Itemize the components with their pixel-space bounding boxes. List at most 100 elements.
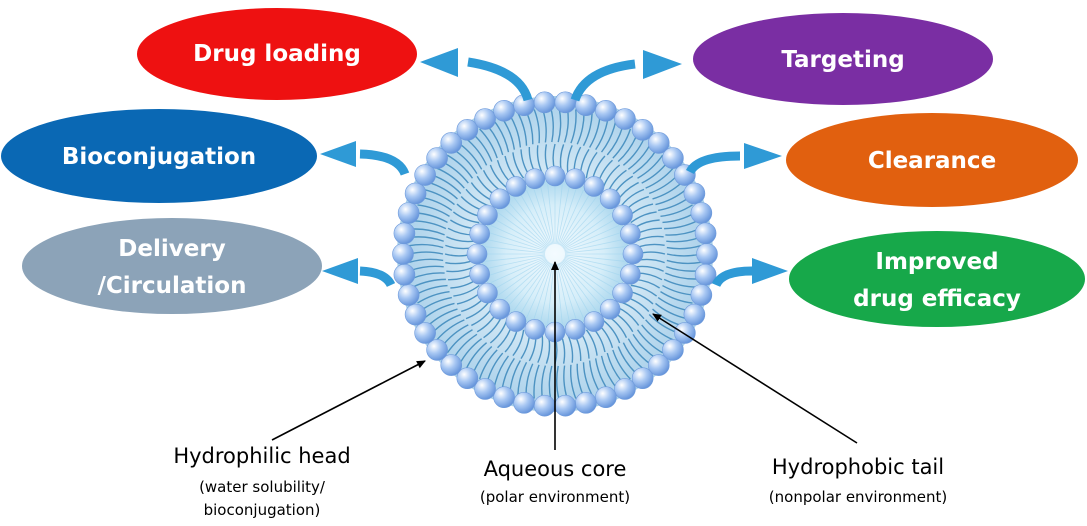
lipid-head	[564, 319, 586, 340]
arrow-to-clearance	[685, 143, 782, 175]
lipid-tail	[533, 109, 540, 144]
lipid-tail	[423, 302, 455, 319]
lipid-head	[595, 99, 617, 122]
lipid-head	[426, 339, 448, 361]
lipid-head	[690, 202, 713, 224]
lipid-head	[583, 176, 605, 197]
lipid-tail	[465, 342, 488, 370]
core-spoke	[557, 187, 578, 245]
lipid-tail	[602, 319, 621, 344]
lipid-head	[631, 367, 654, 389]
head-sub-line2: bioconjugation)	[204, 501, 321, 519]
lipid-head	[620, 223, 641, 245]
tail-title: Hydrophobic tail	[772, 455, 944, 479]
arrow-to-bioconjugation	[320, 141, 410, 176]
lipid-head	[474, 378, 496, 400]
core-spoke	[562, 206, 608, 248]
core-spoke	[562, 212, 612, 249]
lipid-head	[404, 182, 427, 205]
lipid-tail	[533, 364, 540, 399]
core-spoke	[562, 259, 612, 296]
lipid-tail	[517, 361, 528, 396]
core-spoke	[560, 197, 597, 247]
head-title: Hydrophilic head	[173, 444, 350, 468]
core-spoke	[513, 261, 550, 311]
lipid-tail	[666, 244, 701, 250]
head-pointer	[271, 360, 426, 441]
core-spoke	[564, 246, 625, 254]
lipid-tail	[446, 236, 475, 243]
lipid-head	[414, 322, 436, 344]
lipid-head	[622, 243, 644, 265]
benefit-targeting: Targeting	[693, 13, 993, 105]
core-spoke	[498, 259, 548, 296]
lipid-tail	[636, 329, 663, 354]
lipid-tail	[645, 319, 674, 341]
lipid-head	[533, 394, 556, 417]
lipid-head	[583, 311, 605, 332]
lipid-tail	[600, 355, 617, 388]
core-spoke	[547, 263, 555, 324]
core-spoke	[540, 185, 554, 245]
lipid-head	[397, 202, 420, 224]
core-spoke	[561, 201, 603, 247]
lipid-tail	[453, 284, 480, 297]
inner-leaflet-heads	[466, 165, 644, 343]
lipid-head	[493, 386, 515, 409]
core-spoke	[563, 257, 620, 283]
lipid-head	[489, 298, 511, 320]
lipid-tail	[417, 290, 450, 304]
core-spoke	[555, 263, 563, 324]
pointer-lines	[271, 261, 858, 450]
lipid-tail	[630, 284, 658, 297]
delivery-label-line1: Delivery	[118, 236, 225, 262]
lipid-head	[466, 243, 488, 265]
delivery-label-line2: /Circulation	[98, 273, 247, 299]
core-spoke	[564, 239, 624, 253]
lipid-tail	[517, 112, 528, 146]
core-spoke	[564, 231, 622, 252]
lipid-head	[524, 168, 546, 189]
lipid-head	[575, 392, 597, 414]
lipid-tail	[600, 121, 617, 153]
core-spoke	[513, 197, 550, 247]
lipid-tail	[630, 211, 657, 224]
core-spoke	[507, 261, 549, 307]
lipid-head	[662, 339, 684, 361]
core-spoke	[555, 184, 563, 245]
lipid-tail	[582, 112, 593, 147]
lipid-head	[477, 204, 498, 226]
core-spoke	[559, 193, 591, 246]
lipid-head	[533, 91, 556, 114]
core-spoke	[563, 258, 616, 290]
lipid-tail	[612, 128, 632, 159]
lipid-head	[612, 282, 633, 304]
arrow-to-drug-loading	[420, 48, 533, 102]
lipid-head	[505, 176, 527, 197]
core-spoke	[562, 260, 608, 302]
core-spoke	[561, 261, 603, 307]
core-spoke	[519, 193, 551, 246]
core-spoke	[485, 254, 546, 262]
core-spoke	[498, 212, 548, 249]
lipid-tail	[447, 154, 474, 179]
lipid-tail	[489, 164, 508, 189]
drug-loading-oval	[137, 8, 417, 100]
arrow-to-efficacy	[711, 258, 788, 288]
lipid-head	[524, 319, 546, 340]
lipid-tail	[409, 243, 444, 249]
core-texture	[485, 184, 625, 324]
lipid-head	[554, 394, 577, 417]
lipid-tail	[666, 259, 701, 265]
core-title: Aqueous core	[484, 457, 627, 481]
tail-sub: (nonpolar environment)	[769, 488, 947, 506]
lipid-head	[477, 282, 498, 304]
core-spoke	[556, 263, 570, 323]
core-spoke	[486, 255, 546, 269]
lipid-head	[694, 222, 717, 245]
lipid-tail	[409, 258, 444, 264]
core-spoke	[564, 256, 622, 277]
lipid-tail	[660, 291, 693, 304]
clearance-label: Clearance	[868, 148, 996, 174]
lipid-tail	[465, 301, 490, 320]
